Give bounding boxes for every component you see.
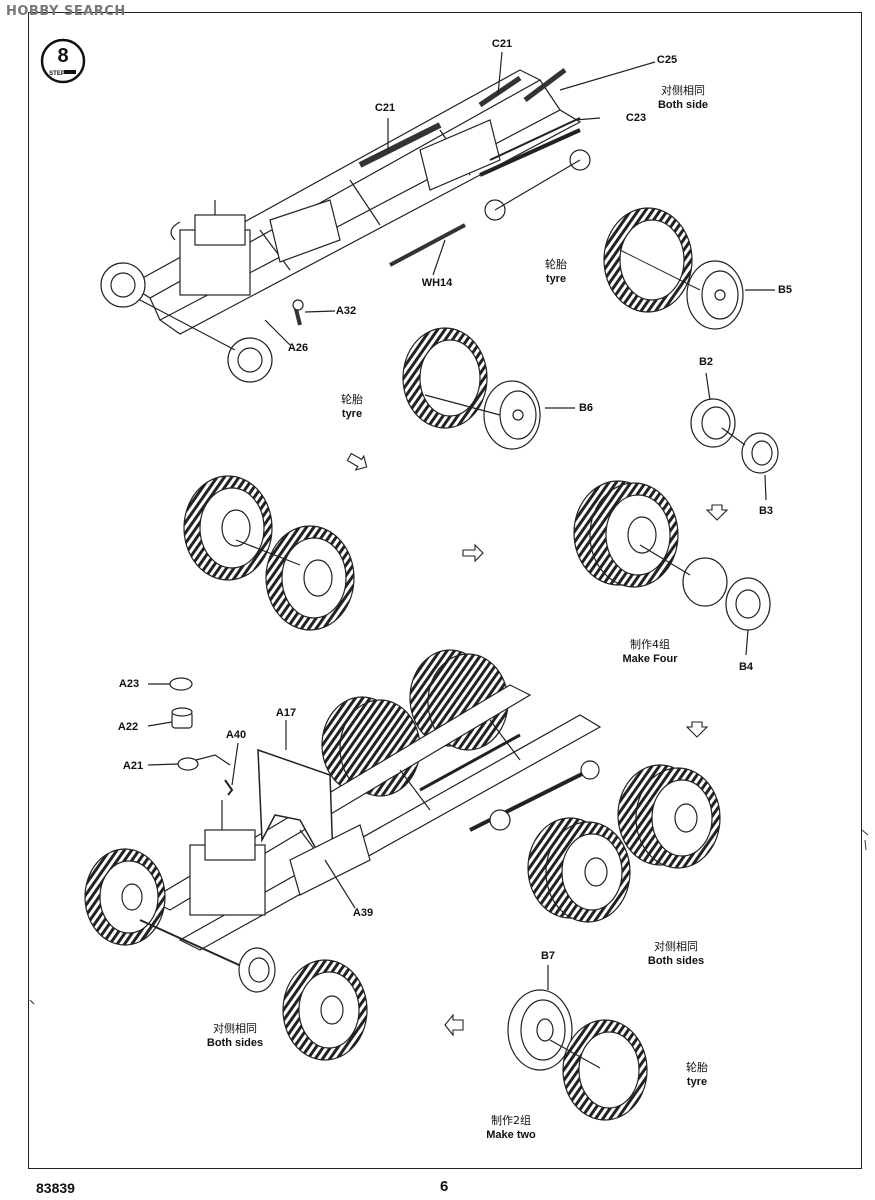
caption-en: tyre: [545, 273, 567, 285]
wheel-assembly-b5: [603, 207, 775, 330]
caption-en: Make Four: [622, 653, 678, 665]
part-label-c21-left: C21: [374, 102, 396, 114]
dual-wheels-left: [183, 475, 355, 631]
caption-cn: 制作4组: [629, 638, 670, 651]
part-label-a39: A39: [352, 907, 374, 919]
part-label-a23: A23: [118, 678, 140, 690]
part-label-b6: B6: [578, 402, 594, 414]
wheel-assembly-b6: [402, 327, 575, 450]
caption-tyre-2: 轮胎 tyre: [341, 393, 363, 421]
part-label-wh14: WH14: [421, 277, 453, 289]
caption-cn: 对侧相同: [212, 1022, 257, 1035]
flow-arrows: [346, 452, 729, 1037]
part-label-a21: A21: [122, 760, 144, 772]
part-label-a40: A40: [225, 729, 247, 741]
step-label: STEP: [49, 71, 65, 77]
part-label-a26: A26: [287, 342, 309, 354]
part-label-b7: B7: [540, 950, 556, 962]
step-badge-icon: 8 STEP: [40, 38, 86, 84]
part-label-a32: A32: [335, 305, 357, 317]
hub-b2-b3: [690, 372, 779, 501]
watermark-text: HOBBY SEARCH: [6, 4, 126, 19]
step-number: 8: [57, 45, 68, 67]
part-label-a22: A22: [117, 721, 139, 733]
caption-make-four: 制作4组 Make Four: [622, 638, 677, 666]
part-label-c25: C25: [656, 54, 678, 66]
wheel-assembly-b7: [507, 965, 648, 1121]
caption-both-sides-left: 对侧相同 Both sides: [207, 1022, 263, 1050]
dual-wheels-right: [573, 480, 771, 656]
caption-cn: 对侧相同: [661, 84, 705, 97]
caption-tyre-3: 轮胎 tyre: [686, 1061, 708, 1089]
caption-en: tyre: [686, 1076, 708, 1088]
part-label-b4: B4: [738, 661, 754, 673]
caption-cn: 对侧相同: [653, 940, 698, 953]
caption-both-side-top: 对侧相同 Both side: [658, 84, 708, 112]
part-label-b5: B5: [777, 284, 793, 296]
page-number: 6: [440, 1178, 449, 1195]
page-frame: [28, 12, 862, 1169]
caption-cn: 轮胎: [686, 1061, 708, 1074]
part-label-c21-top: C21: [491, 38, 513, 50]
part-label-c23: C23: [625, 112, 647, 124]
caption-both-sides-right: 对侧相同 Both sides: [648, 940, 704, 968]
caption-cn: 轮胎: [341, 393, 363, 406]
caption-make-two: 制作2组 Make two: [486, 1114, 536, 1142]
caption-en: Make two: [486, 1129, 536, 1141]
part-label-a17: A17: [275, 707, 297, 719]
caption-cn: 轮胎: [545, 258, 567, 271]
step-badge: 8 STEP: [40, 38, 86, 84]
caption-en: Both sides: [206, 1037, 264, 1049]
caption-en: Both side: [657, 99, 709, 111]
caption-cn: 制作2组: [490, 1114, 531, 1127]
upper-chassis: [100, 51, 656, 383]
part-label-b3: B3: [758, 505, 774, 517]
part-label-b2: B2: [698, 356, 714, 368]
caption-en: Both sides: [647, 955, 705, 967]
caption-tyre-1: 轮胎 tyre: [545, 258, 567, 286]
caption-en: tyre: [341, 408, 363, 420]
lower-chassis: [84, 649, 721, 1061]
kit-number: 83839: [36, 1180, 75, 1196]
